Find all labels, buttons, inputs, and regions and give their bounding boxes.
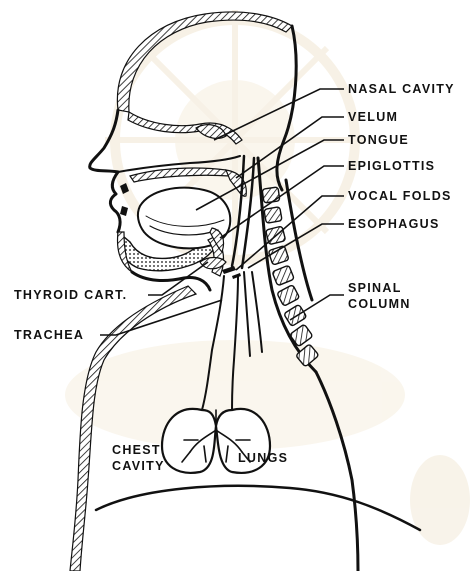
head-outline — [90, 12, 292, 172]
label-tongue: TONGUE — [348, 133, 409, 147]
label-esophagus: ESOPHAGUS — [348, 217, 440, 231]
label-velum: VELUM — [348, 110, 398, 124]
label-spinal: SPINAL — [348, 281, 402, 295]
label-column: COLUMN — [348, 297, 411, 311]
label-cavity: CAVITY — [112, 459, 165, 473]
label-epiglottis: EPIGLOTTIS — [348, 159, 435, 173]
label-chest: CHEST — [112, 443, 161, 457]
label-lungs: LUNGS — [238, 451, 288, 465]
label-vocal-folds: VOCAL FOLDS — [348, 189, 452, 203]
label-thyroid-cart: THYROID CART. — [14, 288, 127, 302]
trachea-esophagus — [202, 272, 262, 410]
label-trachea: TRACHEA — [14, 328, 84, 342]
label-nasal-cavity: NASAL CAVITY — [348, 82, 455, 96]
